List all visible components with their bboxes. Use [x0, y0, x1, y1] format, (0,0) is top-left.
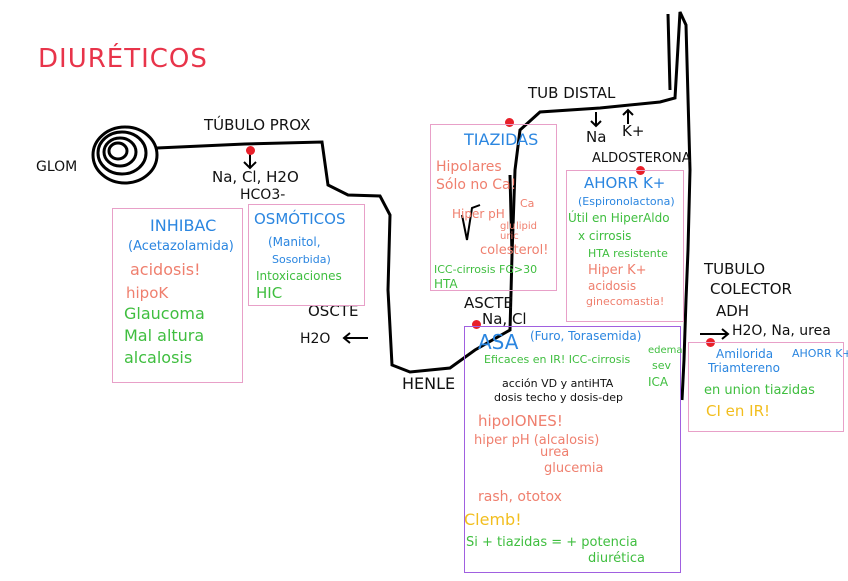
inhibac-green-3: alcalosis: [124, 348, 193, 367]
tiazidas-line-6: uric: [500, 231, 519, 242]
arrows: [243, 108, 730, 344]
inhibac-line-1: acidosis!: [130, 260, 201, 279]
marker-dot-prox: [246, 146, 255, 155]
page-title: DIURÉTICOS: [38, 44, 208, 74]
asa-green-footer-2: diurética: [588, 551, 645, 566]
ahorr-header: AHORR K+: [584, 174, 666, 192]
tiazidas-line-1: Hipolares: [436, 159, 502, 175]
tiazidas-line-8: colesterol!: [480, 243, 549, 258]
asa-sub: (Furo, Torasemida): [530, 329, 642, 343]
asa-right-green-2: sev: [652, 359, 672, 372]
glom-label: GLOM: [36, 159, 78, 175]
nephron-tube-inner: [508, 13, 672, 256]
ahorr-green-2: x cirrosis: [578, 229, 632, 243]
colector-ions-label: H2O, Na, urea: [732, 323, 831, 339]
osmoticos-green-1: Intoxicaciones: [256, 269, 342, 283]
henle-label: HENLE: [402, 374, 456, 393]
asa-green-footer-1: Si + tiazidas = + potencia: [466, 535, 638, 550]
marker-dot-ascte: [472, 320, 481, 329]
inhibac-box: [112, 208, 243, 383]
colector-box: [688, 342, 844, 432]
ahorr-box: [566, 170, 684, 322]
osmoticos-sub-2: Sosorbida): [272, 253, 331, 266]
ahorr-line-3: ginecomastia!: [586, 295, 665, 308]
asa-line-5: rash, ototox: [478, 489, 562, 505]
inhibac-green-2: Mal altura: [124, 326, 205, 345]
osmoticos-green-2: HIC: [256, 284, 283, 302]
tiazidas-header: TIAZIDAS: [464, 130, 539, 149]
tiazidas-box: [430, 124, 557, 291]
colector-yellow-line: CI en IR!: [706, 402, 771, 420]
tubulo-colector-label-2: COLECTOR: [710, 280, 792, 298]
tub-distal-label: TUB DISTAL: [528, 84, 616, 102]
prox-bicarb-label: HCO3-: [240, 187, 286, 203]
asa-black-2: dosis techo y dosis-dep: [494, 391, 623, 404]
glomerulus-icon: [91, 125, 159, 185]
asa-yellow-line: Clemb!: [464, 510, 522, 529]
ahorr-green-3: HTA resistente: [588, 247, 668, 260]
ahorr-sub: (Espironolactona): [578, 195, 675, 208]
tiazidas-line-2: Sólo no Ca!: [436, 177, 517, 193]
asa-box: [464, 326, 681, 573]
asa-right-green-3: ICA: [648, 375, 669, 389]
colector-blue-2: Triamtereno: [708, 361, 780, 375]
colector-blue-1: Amilorida: [716, 347, 774, 361]
ascte-ions-label: Na, Cl: [482, 310, 527, 328]
tiazidas-line-7: lipid: [516, 221, 538, 232]
nephron-tube: [156, 11, 692, 401]
asa-black-1: acción VD y antiHTA: [502, 377, 614, 390]
osmoticos-box: [248, 204, 365, 306]
inhibac-line-2: hipoK: [126, 284, 169, 302]
osmoticos-header: OSMÓTICOS: [254, 210, 346, 228]
adh-label: ADH: [716, 302, 750, 320]
tiazidas-line-4: Ca: [520, 197, 535, 210]
distal-na-label: Na: [586, 128, 607, 146]
marker-dot-distal: [505, 118, 514, 127]
inhibac-header: INHIBAC: [150, 216, 217, 235]
tiazidas-green-2: HTA: [434, 277, 458, 291]
prox-ions-label: Na, Cl, H2O: [212, 168, 299, 186]
tiazidas-line-5: glu: [500, 221, 516, 232]
asa-line-3: urea: [540, 445, 570, 460]
colector-ahorr-small: AHORR K+: [792, 347, 848, 360]
asa-header: ASA: [478, 330, 519, 354]
inhibac-sub: (Acetazolamida): [128, 239, 234, 254]
ahorr-line-2: acidosis: [588, 279, 637, 293]
inhibac-green-1: Glaucoma: [124, 304, 205, 323]
asa-line-1: hipoIONES!: [478, 412, 563, 430]
oscte-label: OSCTE: [308, 302, 359, 320]
oscte-h2o-label: H2O: [300, 331, 331, 347]
osmoticos-sub-1: (Manitol,: [268, 235, 321, 249]
asa-green-line: Eficaces en IR! ICC-cirrosis: [484, 353, 631, 366]
ahorr-line-1: Hiper K+: [588, 263, 647, 278]
distal-k-label: K+: [622, 122, 645, 140]
aldosterona-label: ALDOSTERONA: [592, 151, 691, 166]
tubulo-prox-label: TÚBULO PROX: [204, 116, 311, 134]
asa-right-green-1: edema: [648, 345, 683, 356]
tubulo-colector-label-1: TUBULO: [704, 260, 766, 278]
tiazidas-green-1: ICC-cirrosis FG>30: [434, 263, 538, 276]
ahorr-green-1: Útil en HiperAldo: [568, 211, 670, 225]
colector-green-line: en union tiazidas: [704, 383, 815, 398]
asa-line-4: glucemia: [544, 461, 604, 476]
tiazidas-line-3: Hiper pH: [452, 207, 505, 221]
ascte-label: ASCTE: [464, 294, 513, 312]
asa-line-2: hiper pH (alcalosis): [474, 433, 600, 448]
